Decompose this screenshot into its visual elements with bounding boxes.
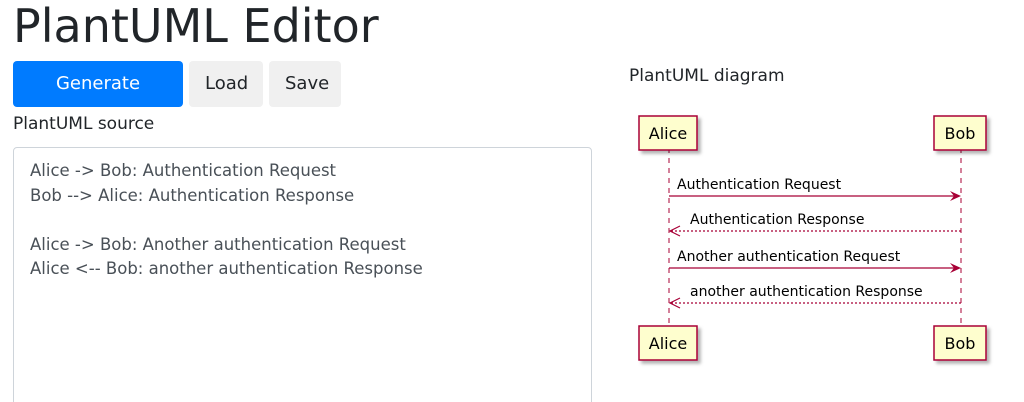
participant-alice-top: Alice bbox=[638, 115, 698, 151]
message-4-label: another authentication Response bbox=[690, 284, 923, 300]
page-title: PlantUML Editor bbox=[13, 0, 379, 53]
participant-alice-bottom-label: Alice bbox=[649, 334, 687, 353]
participant-bob-bottom-label: Bob bbox=[945, 334, 976, 353]
source-label: PlantUML source bbox=[13, 114, 155, 134]
message-1: Authentication Request bbox=[669, 177, 961, 201]
message-3: Another authentication Request bbox=[669, 249, 961, 273]
participant-bob-top: Bob bbox=[933, 115, 987, 151]
generate-image-button[interactable]: Generate image bbox=[13, 61, 183, 140]
message-1-label: Authentication Request bbox=[677, 177, 842, 193]
participant-bob-bottom: Bob bbox=[933, 325, 987, 361]
load-button[interactable]: Load bbox=[189, 61, 263, 107]
participant-alice-label: Alice bbox=[649, 124, 687, 143]
message-2: Authentication Response bbox=[668, 212, 961, 237]
message-4: another authentication Response bbox=[668, 284, 961, 309]
participant-bob-label: Bob bbox=[945, 124, 976, 143]
source-textarea[interactable]: Alice -> Bob: Authentication Request Bob… bbox=[13, 147, 592, 402]
participant-alice-bottom: Alice bbox=[638, 325, 698, 361]
diagram-label: PlantUML diagram bbox=[629, 66, 785, 86]
toolbar: Generate image Load Save bbox=[13, 61, 341, 140]
save-button[interactable]: Save bbox=[269, 61, 341, 107]
message-2-label: Authentication Response bbox=[690, 212, 864, 228]
sequence-diagram: Alice Bob Authentication Request Alice -… bbox=[638, 115, 987, 361]
message-3-label: Another authentication Request bbox=[677, 249, 901, 265]
